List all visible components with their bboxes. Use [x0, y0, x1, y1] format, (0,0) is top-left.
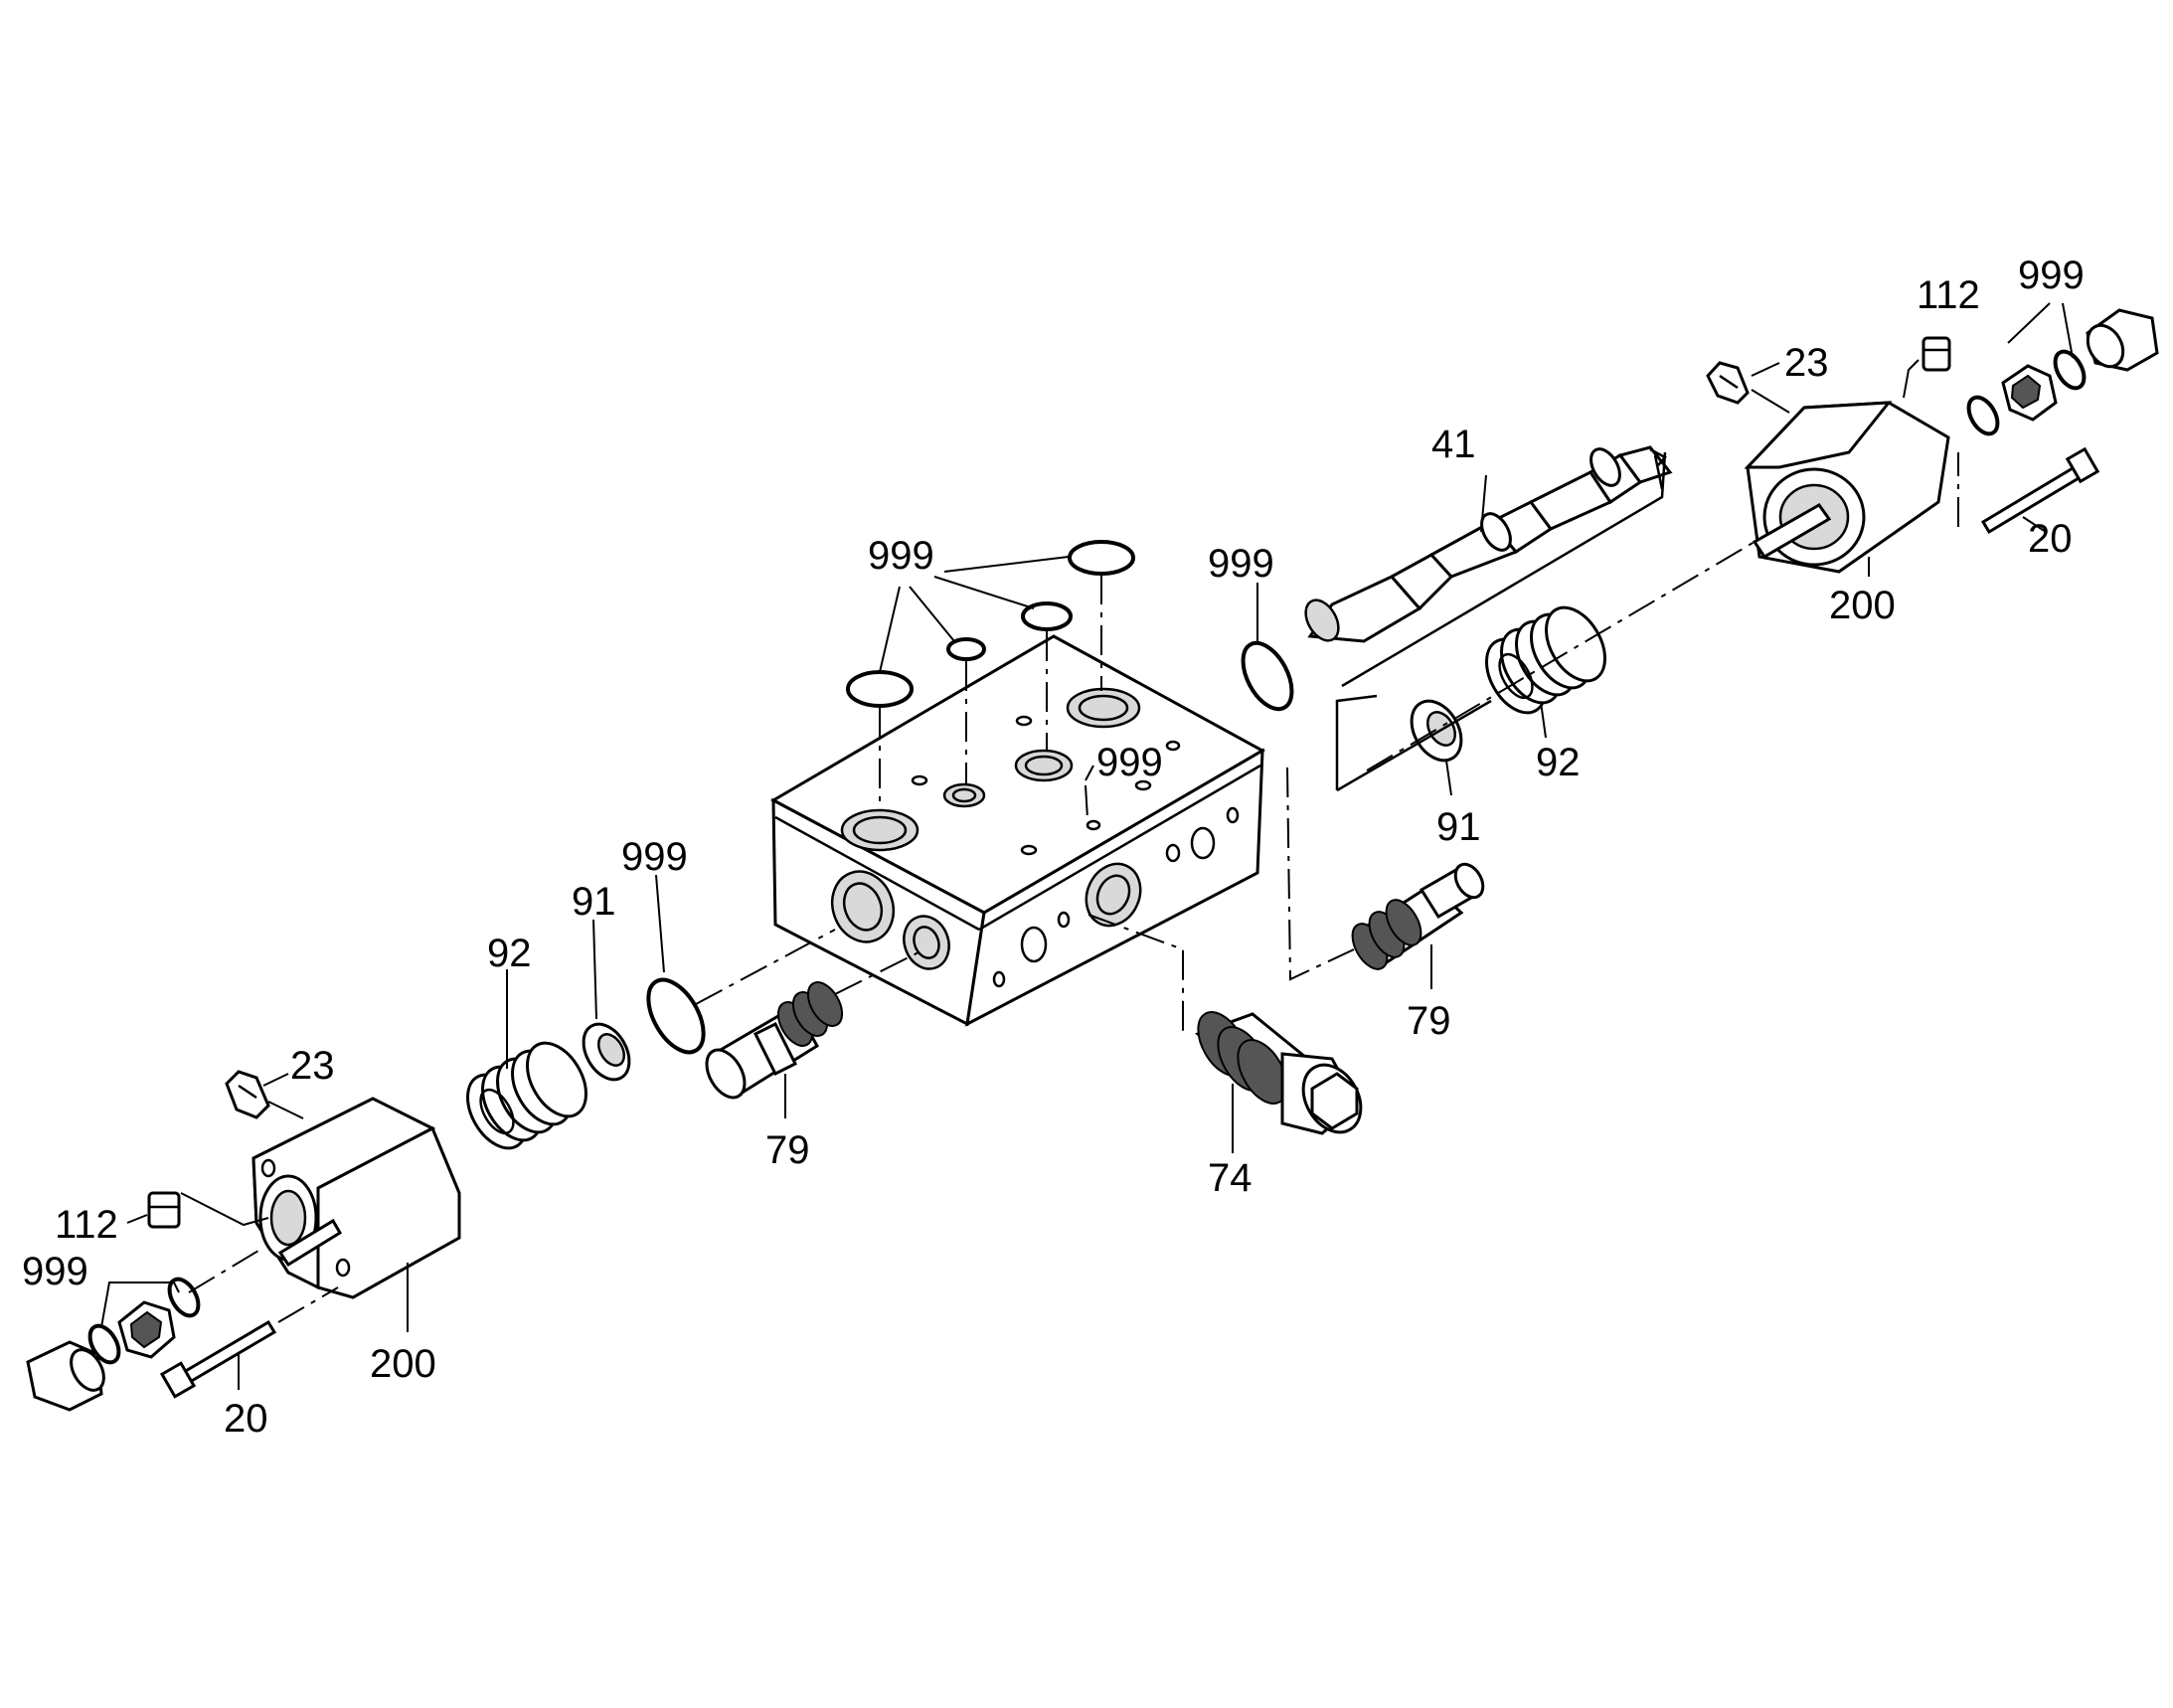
label-spool: 41	[1431, 423, 1476, 466]
spool	[1304, 445, 1673, 688]
label-bolt-right: 20	[2028, 517, 2073, 561]
cap-seal-ring	[2053, 349, 2087, 391]
right-washer	[1410, 699, 1463, 763]
right-cap-assembly	[1966, 308, 2159, 436]
spool-seal-ring	[1241, 640, 1294, 712]
label-fitting-right: 23	[1784, 341, 1829, 385]
label-plug-right: 112	[1917, 273, 1980, 317]
label-washer-left: 91	[572, 880, 616, 924]
label-cover-right: 200	[1829, 584, 1896, 627]
left-cover	[251, 1097, 461, 1299]
label-seal-upper-right: 999	[1208, 542, 1274, 586]
label-seal-top-group: 999	[868, 534, 934, 578]
relief-valve	[1194, 1011, 1363, 1135]
left-cap-assembly	[26, 1277, 201, 1412]
label-washer-right: 91	[1436, 805, 1481, 849]
label-fitting-left: 23	[290, 1044, 335, 1088]
cap-seal-ring	[167, 1277, 201, 1318]
label-seal-left-center: 999	[621, 835, 688, 879]
label-cartridge-left: 79	[765, 1128, 810, 1172]
valve-block	[769, 634, 1266, 1027]
seal-ring	[1021, 601, 1073, 631]
left-plug	[147, 1191, 181, 1229]
seal-ring	[1068, 540, 1135, 576]
left-washer	[582, 1022, 631, 1082]
left-cartridge	[705, 981, 844, 1100]
left-bolt	[159, 1319, 277, 1399]
right-spring	[1485, 605, 1606, 715]
left-seal-ring	[646, 977, 706, 1055]
label-bolt-left: 20	[224, 1397, 268, 1441]
cap-seal-ring	[87, 1323, 121, 1365]
label-cover-left: 200	[370, 1342, 436, 1386]
top-seal-rings	[846, 540, 1135, 836]
label-seal-left-cap: 999	[22, 1250, 88, 1293]
label-spring-right: 92	[1536, 741, 1581, 784]
label-cartridge-right: 79	[1407, 999, 1451, 1043]
left-fitting	[225, 1070, 270, 1119]
seal-ring	[846, 670, 914, 708]
right-fitting	[1706, 361, 1750, 405]
cap-seal-ring	[1966, 395, 2000, 436]
right-bolt	[1980, 446, 2100, 535]
right-plug	[1922, 336, 1951, 372]
label-relief-valve: 74	[1208, 1156, 1253, 1200]
left-spring	[466, 1041, 587, 1150]
seal-ring	[946, 637, 986, 661]
label-plug-left: 112	[55, 1203, 118, 1247]
label-seal-block-top-right: 999	[1096, 741, 1163, 784]
label-spring-left: 92	[487, 932, 532, 975]
label-seal-right-cap: 999	[2018, 254, 2085, 297]
right-cover	[1744, 401, 1950, 574]
right-cartridge	[1351, 862, 1485, 970]
